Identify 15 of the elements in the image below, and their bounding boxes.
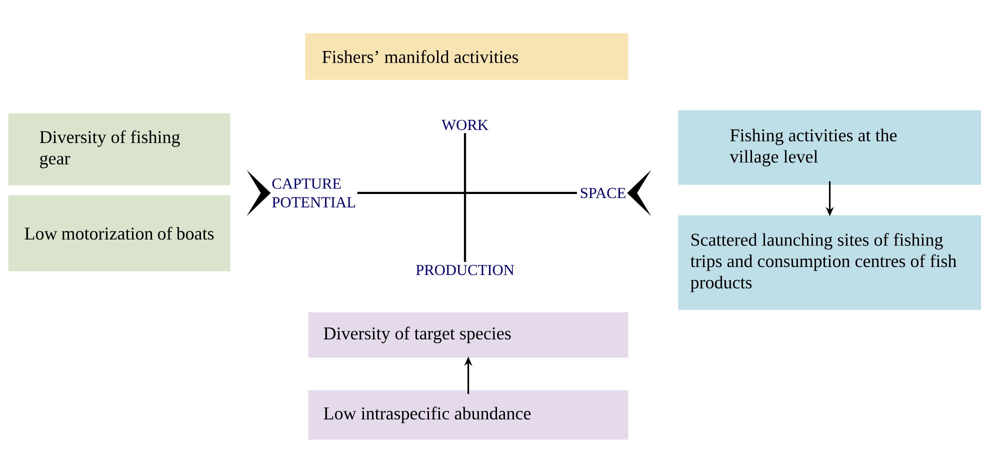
text-box: Scattered launching sites of fishing trips and consumption centres of fish products xyxy=(678,215,981,310)
text-box: Fishers’ manifold activities xyxy=(305,33,628,80)
text-box: Low motorization of boats xyxy=(8,195,230,272)
text-box: Diversity of target species xyxy=(308,312,628,358)
axis-label: SPACE xyxy=(580,188,626,198)
text-box: Diversity of fishing gear xyxy=(8,113,230,186)
axis-label: WORK xyxy=(442,120,488,130)
chevron-arrow xyxy=(246,170,271,216)
axis-label: CAPTURE POTENTIAL xyxy=(272,178,356,208)
axis-line xyxy=(357,192,577,194)
axis-label: PRODUCTION xyxy=(416,264,514,276)
text-box: Fishing activities at the village level xyxy=(678,110,981,185)
text-box: Low intraspecific abundance xyxy=(308,390,628,440)
axis-line xyxy=(464,133,466,262)
chevron-arrow xyxy=(627,170,652,216)
